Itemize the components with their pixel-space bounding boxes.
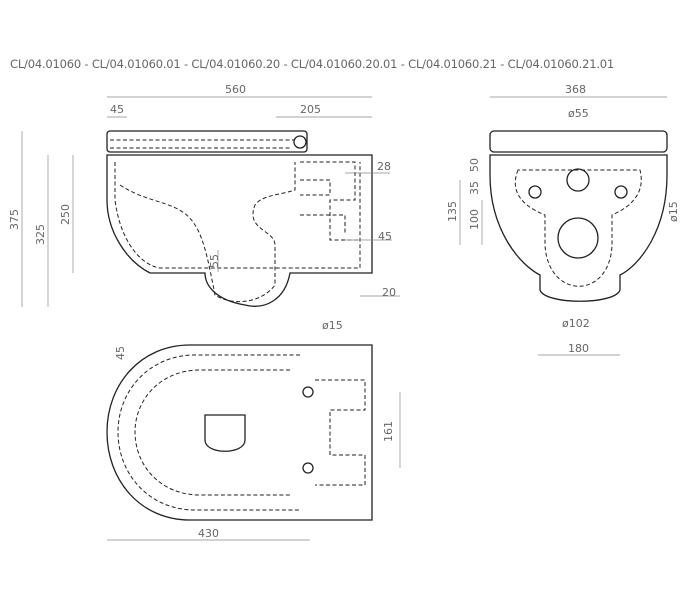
fixing-hole-top-lower — [302, 462, 314, 474]
hinge — [293, 135, 307, 149]
outlet-hole — [557, 217, 599, 259]
rim-dashed-outer — [117, 354, 300, 511]
internal-dashed-front — [514, 169, 642, 287]
dim-430: 430 — [198, 527, 219, 540]
dim-100: 100 — [468, 209, 481, 230]
dim-20: 20 — [382, 286, 396, 299]
top-view: ø15 45 161 430 — [106, 319, 401, 541]
dim-28: 28 — [377, 160, 391, 173]
fixing-hole-right — [614, 185, 628, 199]
bowl-outline-front — [489, 154, 668, 302]
inlet-hole — [566, 168, 590, 192]
dim-368: 368 — [565, 83, 586, 96]
dim-o15-top: ø15 — [322, 319, 343, 332]
dim-50: 50 — [468, 158, 481, 172]
seat-outline-front — [489, 130, 668, 153]
seat-outline — [106, 130, 308, 153]
dim-55: 55 — [208, 254, 221, 268]
connections-dashed-top — [315, 379, 366, 486]
bowl-outline — [106, 154, 373, 307]
dim-560: 560 — [225, 83, 246, 96]
dim-o15-front: ø15 — [667, 201, 680, 222]
dim-325: 325 — [34, 224, 47, 245]
fixing-hole-left — [528, 185, 542, 199]
dim-205: 205 — [300, 103, 321, 116]
dim-35: 35 — [468, 181, 481, 195]
dim-45-outlet: 45 — [378, 230, 392, 243]
dim-375: 375 — [8, 209, 21, 230]
internal-channels-dashed — [114, 162, 361, 303]
dim-180: 180 — [568, 342, 589, 355]
dim-45: 45 — [110, 103, 124, 116]
dim-161: 161 — [382, 421, 395, 442]
side-view: 560 45 205 375 325 250 28 45 20 55 — [8, 83, 400, 307]
front-view: 368 ø55 50 35 135 100 ø15 ø102 180 — [446, 83, 680, 356]
dim-135: 135 — [446, 201, 459, 222]
dim-o55: ø55 — [568, 107, 589, 120]
dim-o102: ø102 — [562, 317, 590, 330]
seat-opening-top — [204, 414, 246, 452]
connections-dashed — [300, 161, 360, 241]
model-codes-title: CL/04.01060 - CL/04.01060.01 - CL/04.010… — [10, 57, 615, 71]
rim-dashed-inner — [134, 369, 290, 496]
fixing-hole-top-upper — [302, 386, 314, 398]
dim-45-top: 45 — [114, 346, 127, 360]
dim-250: 250 — [59, 204, 72, 225]
seat-dashed — [110, 139, 295, 149]
bowl-outline-top — [106, 344, 373, 521]
